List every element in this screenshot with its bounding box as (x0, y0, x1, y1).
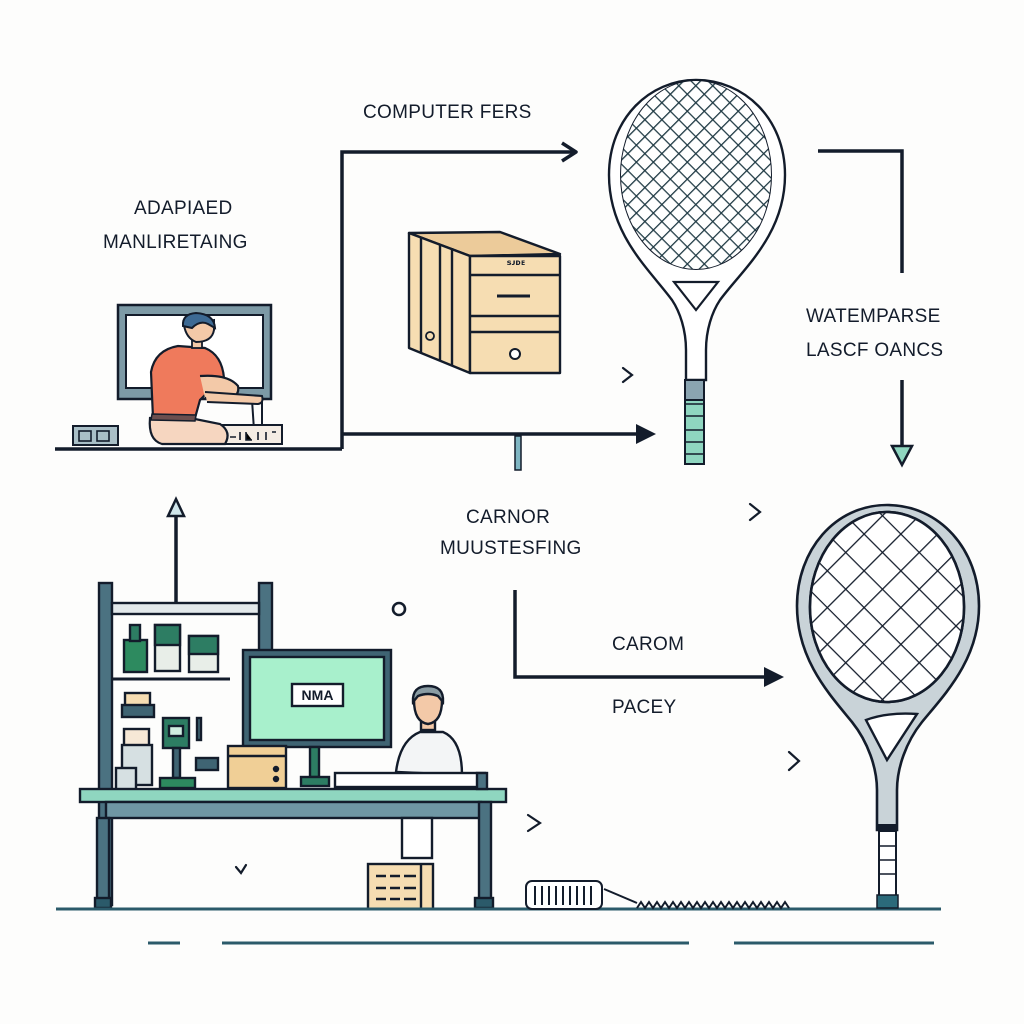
chevron-right-icon (526, 813, 542, 833)
connector-carom (513, 590, 784, 687)
stringing-device (525, 880, 790, 910)
chevron-right-icon (621, 366, 634, 384)
connector-computer-fers (340, 141, 578, 449)
chevron-right-icon (787, 750, 801, 772)
label-adapted-line2: MANLIRETAING (103, 232, 248, 253)
label-carom: CAROM (612, 634, 685, 655)
connector-up (166, 496, 186, 603)
label-pacey: PACEY (612, 697, 677, 718)
server-box-label: sᴊᴅᴇ (506, 258, 526, 267)
console-device (221, 424, 283, 445)
racket-bottom (795, 503, 981, 909)
chevron-right-icon (748, 502, 762, 522)
label-adapted-line1: ADAPIAED (134, 198, 233, 219)
technician-node (55, 303, 342, 451)
technician-figure (148, 311, 264, 446)
label-carnor-line1: CARNOR (466, 507, 551, 528)
connector-watemparse (818, 149, 915, 468)
workstation-node (78, 581, 508, 911)
label-computer-fers: COMPUTER FERS (363, 102, 532, 123)
label-carnor-line2: MUUSTESFING (440, 538, 582, 559)
connector-straight (342, 424, 656, 471)
racket-top (607, 78, 787, 465)
label-watemparse-line2: LASCF OANCS (806, 340, 944, 361)
server-cabinet (407, 230, 562, 375)
workstation-screen-label: NMA (301, 687, 334, 703)
check-mark-icon (234, 863, 248, 875)
label-watemparse-line1: WATEMPARSE (806, 306, 941, 327)
racket-bottom-grip (878, 824, 897, 901)
